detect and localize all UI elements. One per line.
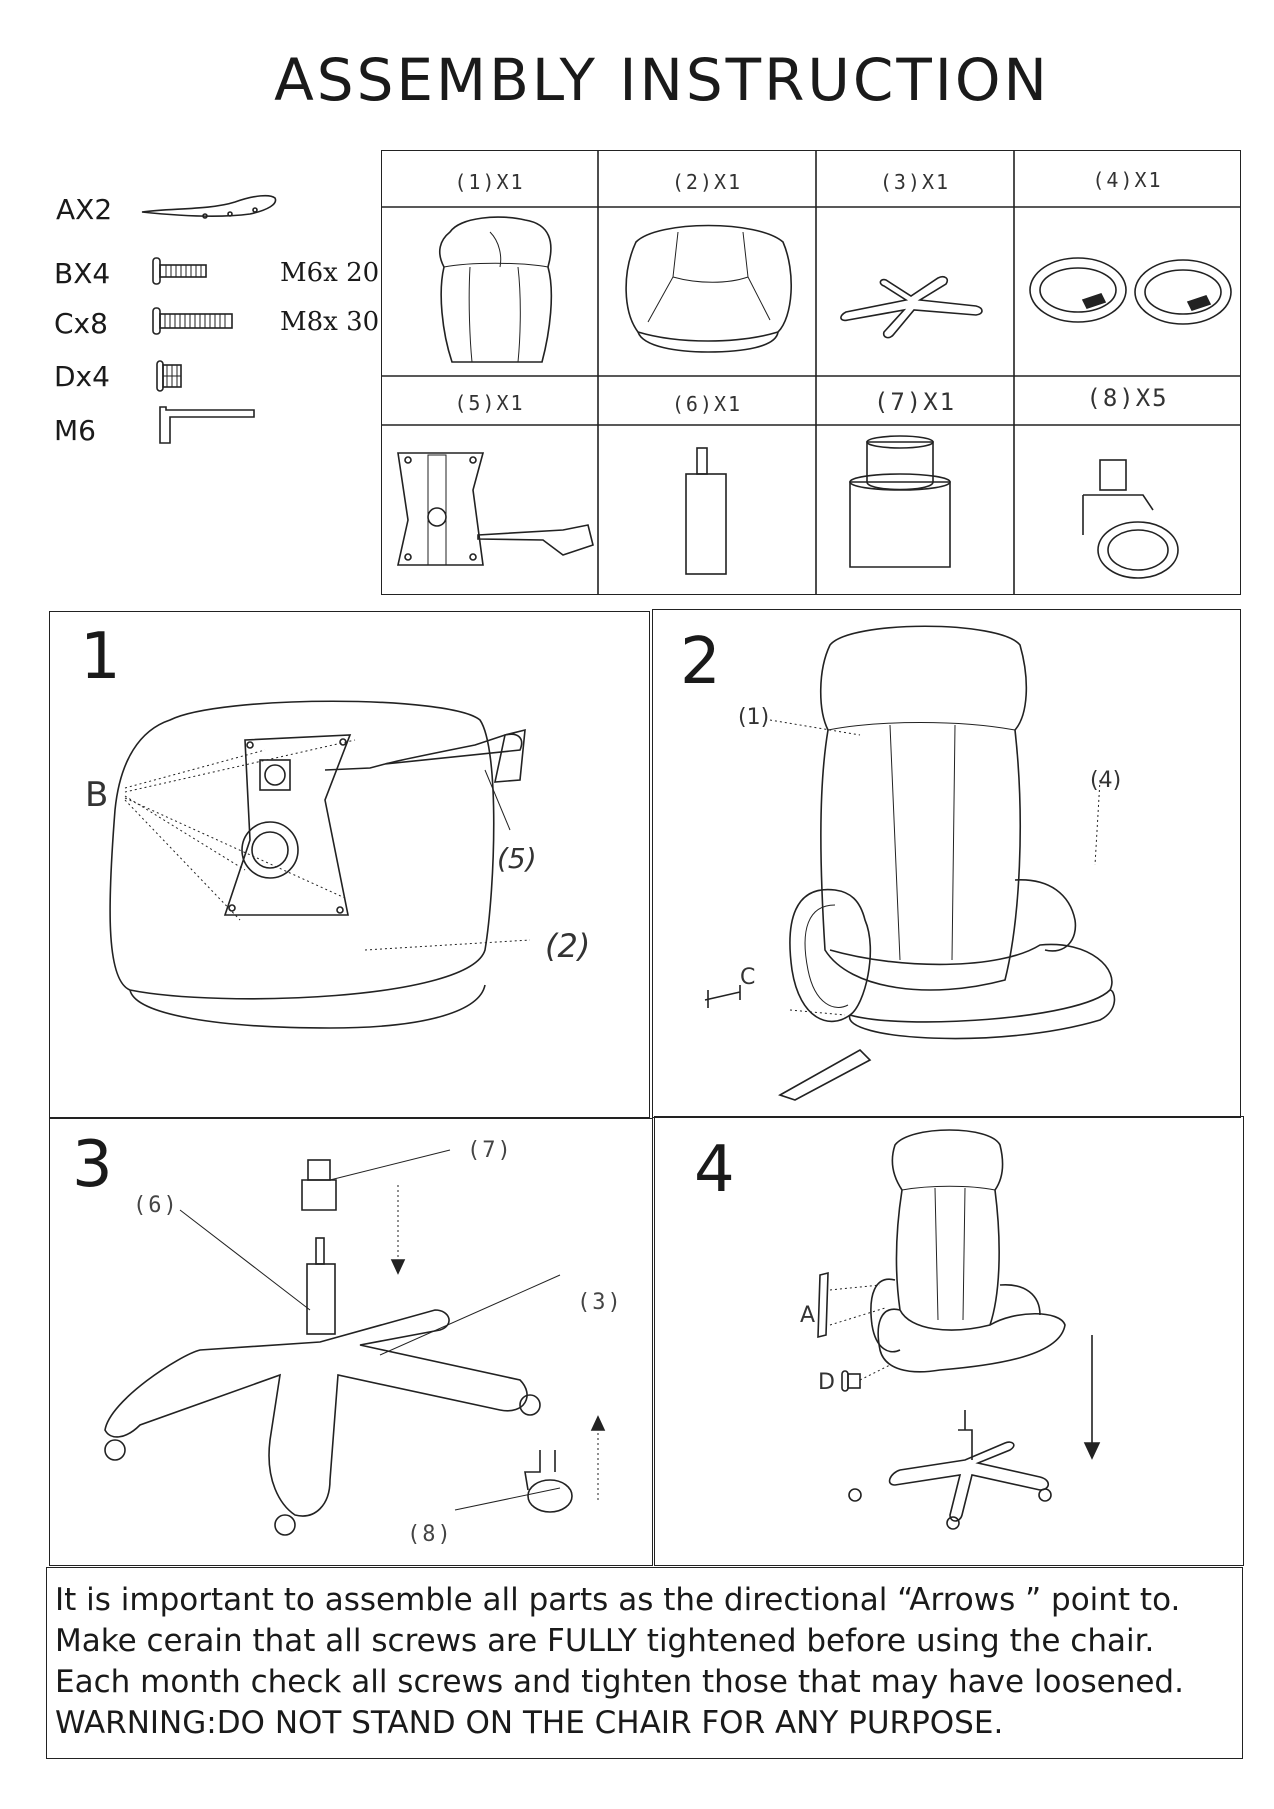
hardware-c-label: Cx8 (54, 307, 108, 340)
parts-table (381, 150, 1241, 595)
note-line-1: It is important to assemble all parts as… (55, 1582, 1181, 1618)
step-1-callout-5: (5) (497, 842, 537, 875)
gas-lift-part-icon (685, 447, 727, 575)
notes-box: It is important to assemble all parts as… (46, 1567, 1243, 1759)
note-line-2: Make cerain that all screws are FULLY ti… (55, 1623, 1155, 1659)
backrest-part-icon (438, 216, 553, 363)
part-6-label: (6)X1 (671, 392, 743, 416)
bolt-short-icon (152, 257, 207, 285)
step-2-callout-1: (1) (738, 705, 770, 730)
hardware-m6-label: M6 (54, 414, 96, 447)
note-line-3: Each month check all screws and tighten … (55, 1664, 1184, 1700)
step-1-seat-mechanism-drawing (109, 700, 526, 1029)
step-4-parts-and-arrows (817, 1271, 1101, 1460)
part-2-label: (2)X1 (671, 170, 743, 194)
armrests-part-icon (1029, 257, 1232, 325)
mechanism-part-icon (397, 452, 594, 566)
part-8-label: (8)X5 (1086, 384, 1169, 412)
warning-line: WARNING:DO NOT STAND ON THE CHAIR FOR AN… (55, 1705, 1004, 1741)
step-2-panel (652, 609, 1241, 1118)
step-2-callout-4: (4) (1090, 768, 1122, 793)
step-2-chair-drawing (778, 625, 1116, 1101)
part-3-label: (3)X1 (879, 170, 951, 194)
step-3-number: 3 (72, 1128, 113, 1202)
step-2-callout-c: C (740, 965, 756, 990)
step-3-panel (49, 1118, 653, 1566)
step-1-leader-lines (124, 739, 531, 951)
hardware-d-label: Dx4 (54, 360, 110, 393)
page-title: ASSEMBLY INSTRUCTION (274, 46, 1050, 114)
step-4-chair-drawing (848, 1129, 1066, 1530)
step-2-leader-lines (704, 719, 1101, 1016)
step-4-panel (654, 1116, 1244, 1566)
parts-table-grid (381, 150, 1241, 595)
step-3-leader-lines (179, 1149, 606, 1511)
step-4-callout-d: D (818, 1370, 835, 1395)
hardware-a-label: AX2 (56, 193, 113, 226)
step-1-number: 1 (80, 620, 121, 694)
step-3-callout-6: (6) (133, 1193, 179, 1218)
step-1-callout-2: (2) (545, 927, 591, 965)
step-3-callout-8: (8) (407, 1522, 453, 1547)
step-3-callout-7: (7) (467, 1138, 513, 1163)
step-1-panel (49, 611, 650, 1118)
caster-part-icon (1082, 459, 1179, 579)
hardware-b-label: BX4 (54, 257, 111, 290)
step-4-number: 4 (694, 1133, 735, 1207)
part-4-label: (4)X1 (1092, 168, 1163, 192)
bolt-long-icon (152, 307, 233, 335)
allen-key-icon (159, 406, 255, 444)
hardware-b-size: M6x 20 (280, 258, 380, 288)
seat-part-icon (625, 224, 792, 353)
part-1-label: (1)X1 (454, 170, 525, 194)
step-4-callout-a: A (800, 1303, 816, 1328)
step-2-number: 2 (680, 625, 721, 699)
cap-icon (156, 360, 182, 392)
part-5-label: (5)X1 (454, 391, 525, 415)
hardware-c-size: M8x 30 (280, 307, 380, 337)
armrest-cover-icon (141, 194, 277, 219)
base-part-icon (840, 276, 983, 339)
step-1-callout-b: B (85, 775, 109, 815)
cover-part-icon (849, 435, 951, 568)
step-3-callout-3: (3) (577, 1290, 623, 1315)
part-7-label: (7)X1 (873, 388, 957, 416)
step-3-base-drawing (104, 1159, 573, 1536)
